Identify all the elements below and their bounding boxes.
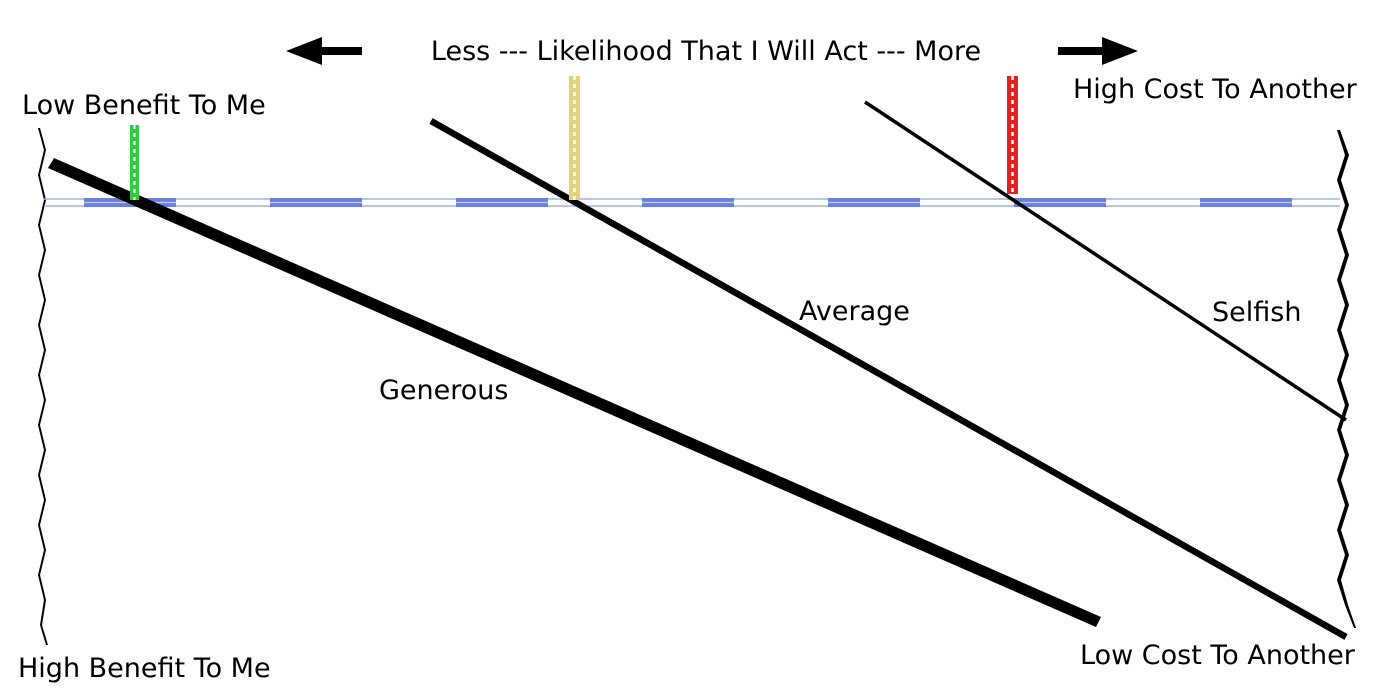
selfish-marker	[1007, 76, 1018, 194]
label-generous: Generous	[379, 375, 508, 406]
generous-marker	[130, 125, 139, 200]
generous-line	[48, 158, 1101, 627]
label-high-cost: High Cost To Another	[1073, 74, 1358, 105]
label-low-benefit: Low Benefit To Me	[22, 90, 266, 121]
arrow-left-icon	[286, 37, 362, 65]
selfish-line	[864, 100, 1347, 422]
average-marker	[569, 76, 580, 200]
label-selfish: Selfish	[1212, 297, 1301, 328]
label-average: Average	[799, 296, 910, 327]
axis-title: Less --- Likelihood That I Will Act --- …	[431, 36, 981, 67]
right-axis-wavy	[1337, 130, 1356, 628]
label-low-cost: Low Cost To Another	[1080, 640, 1356, 671]
threshold-line	[44, 198, 1340, 207]
arrow-right-icon	[1058, 37, 1138, 65]
label-high-benefit: High Benefit To Me	[18, 653, 271, 684]
average-line	[429, 118, 1348, 640]
left-axis-wavy	[38, 128, 48, 645]
